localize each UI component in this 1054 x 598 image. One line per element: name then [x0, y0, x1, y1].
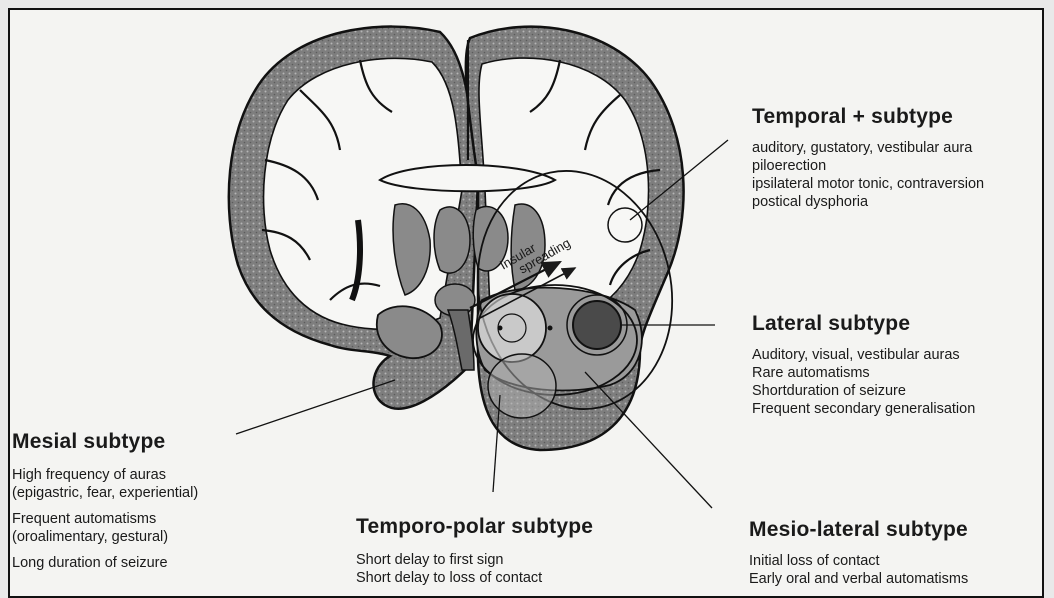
- temporo-polar-line: Short delay to first sign: [356, 551, 593, 569]
- mesial-block: Mesial subtype High frequency of auras (…: [12, 430, 198, 572]
- lateral-line: Rare automatisms: [752, 364, 975, 382]
- mesio-lateral-line: Initial loss of contact: [749, 552, 968, 570]
- leader-mesio-lateral: [585, 372, 712, 508]
- lateral-title: Lateral subtype: [752, 312, 975, 336]
- lateral-line: Frequent secondary generalisation: [752, 400, 975, 418]
- mesio-lateral-block: Mesio-lateral subtype Initial loss of co…: [749, 518, 968, 588]
- mesio-lateral-title: Mesio-lateral subtype: [749, 518, 968, 542]
- mesial-line: High frequency of auras: [12, 466, 198, 484]
- mesial-title: Mesial subtype: [12, 430, 198, 454]
- left-white-matter: [264, 58, 462, 329]
- lateral-line: Shortduration of seizure: [752, 382, 975, 400]
- temporo-polar-block: Temporo-polar subtype Short delay to fir…: [356, 515, 593, 587]
- mesial-line: (epigastric, fear, experiential): [12, 484, 198, 502]
- mesial-line: Long duration of seizure: [12, 554, 198, 572]
- lateral-block: Lateral subtype Auditory, visual, vestib…: [752, 312, 975, 418]
- mesio-lateral-dot: [548, 326, 553, 331]
- lateral-line: Auditory, visual, vestibular auras: [752, 346, 975, 364]
- lateral-focus: [573, 301, 621, 349]
- temporo-polar-line: Short delay to loss of contact: [356, 569, 593, 587]
- temporal-plus-line: auditory, gustatory, vestibular aura: [752, 139, 984, 157]
- leader-mesial: [236, 380, 395, 434]
- temporo-polar-region: [488, 354, 556, 418]
- mesial-dot: [498, 326, 503, 331]
- mesial-region: [478, 294, 546, 362]
- temporo-polar-title: Temporo-polar subtype: [356, 515, 593, 539]
- temporal-plus-line: piloerection: [752, 157, 984, 175]
- mesial-line: Frequent automatisms: [12, 510, 198, 528]
- temporal-plus-line: ipsilateral motor tonic, contraversion: [752, 175, 984, 193]
- temporal-plus-line: postical dysphoria: [752, 193, 984, 211]
- mesio-lateral-line: Early oral and verbal automatisms: [749, 570, 968, 588]
- mesial-line: (oroalimentary, gestural): [12, 528, 198, 546]
- temporal-plus-block: Temporal + subtype auditory, gustatory, …: [752, 105, 984, 211]
- temporal-plus-title: Temporal + subtype: [752, 105, 984, 129]
